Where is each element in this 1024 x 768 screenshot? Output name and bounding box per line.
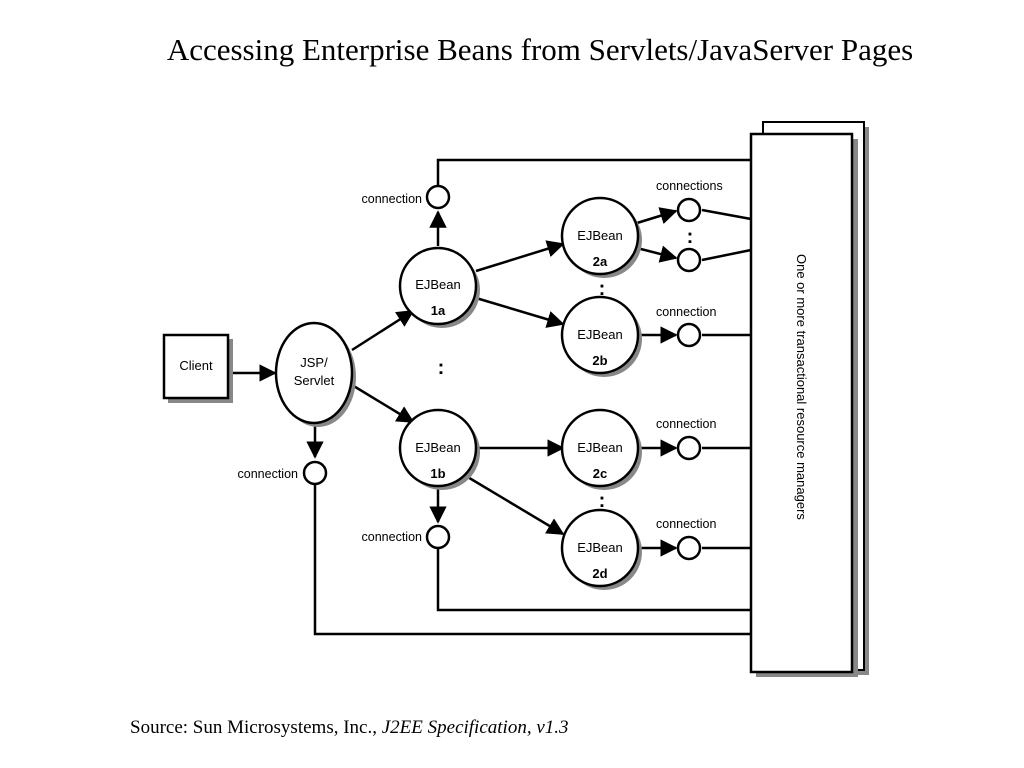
ejbean-2b-id: 2b bbox=[592, 353, 607, 368]
connection-endpoint-2c bbox=[676, 435, 702, 461]
ellipsis-2: : bbox=[599, 278, 606, 300]
ejbean-1b-id: 1b bbox=[430, 466, 445, 481]
connection-label-2d: connection bbox=[656, 517, 717, 531]
connection-labels: connection connection connection connect… bbox=[238, 179, 723, 544]
connection-label-servlet: connection bbox=[238, 467, 299, 481]
servlet-label: Servlet bbox=[294, 373, 335, 388]
ejbean-2a-id: 2a bbox=[593, 254, 608, 269]
resource-managers-label: One or more transactional resource manag… bbox=[794, 254, 809, 520]
connection-endpoint-2d bbox=[676, 535, 702, 561]
ejbean-2b: EJBean 2b bbox=[560, 295, 642, 377]
connection-label-2c: connection bbox=[656, 417, 717, 431]
ejbean-1a-id: 1a bbox=[431, 303, 446, 318]
ellipsis-4: : bbox=[687, 226, 694, 248]
slide-title: Accessing Enterprise Beans from Servlets… bbox=[166, 32, 914, 67]
ejbean-1a-name: EJBean bbox=[415, 277, 461, 292]
client-label: Client bbox=[179, 358, 213, 373]
connections-label-2a: connections bbox=[656, 179, 723, 193]
ejbean-1b-name: EJBean bbox=[415, 440, 461, 455]
connection-endpoint-2b bbox=[676, 322, 702, 348]
ejbean-2a-name: EJBean bbox=[577, 228, 623, 243]
ejbean-2a: EJBean 2a bbox=[560, 196, 642, 278]
flow-arrows bbox=[229, 207, 678, 557]
client-box: Client bbox=[162, 333, 233, 403]
connection-label-1b: connection bbox=[362, 530, 423, 544]
ejbean-2c-name: EJBean bbox=[577, 440, 623, 455]
ejbean-2b-name: EJBean bbox=[577, 327, 623, 342]
ejbean-2c: EJBean 2c bbox=[560, 408, 642, 490]
connection-endpoint-2a-2 bbox=[676, 247, 702, 273]
connection-endpoints bbox=[302, 184, 702, 561]
jsp-label: JSP/ bbox=[300, 355, 328, 370]
connection-endpoint-2a-1 bbox=[676, 197, 702, 223]
ejbean-1b: EJBean 1b bbox=[398, 408, 480, 490]
connection-label-2b: connection bbox=[656, 305, 717, 319]
connection-endpoint-1b bbox=[425, 524, 451, 550]
source-citation: Source: Sun Microsystems, Inc., J2EE Spe… bbox=[130, 717, 569, 739]
connection-label-1a: connection bbox=[362, 192, 423, 206]
connection-lines bbox=[313, 158, 752, 636]
ejbean-2d-name: EJBean bbox=[577, 540, 623, 555]
ejbean-2c-id: 2c bbox=[593, 466, 607, 481]
connection-endpoint-1a bbox=[425, 184, 451, 210]
ellipsis-marks: : : : : bbox=[438, 226, 694, 512]
ejbean-1a: EJBean 1a bbox=[398, 246, 480, 328]
resource-manager-stack: One or more transactional resource manag… bbox=[749, 121, 869, 677]
ejbean-2d: EJBean 2d bbox=[560, 508, 642, 590]
ejbean-2d-id: 2d bbox=[592, 566, 607, 581]
source-prefix: Source: Sun Microsystems, Inc., bbox=[130, 717, 382, 738]
ellipsis-1: : bbox=[438, 357, 445, 379]
ellipsis-3: : bbox=[599, 490, 606, 512]
source-title: J2EE Specification, v1.3 bbox=[381, 717, 569, 738]
connection-endpoint-servlet bbox=[302, 460, 328, 486]
jsp-servlet-node: JSP/ Servlet bbox=[274, 321, 356, 427]
